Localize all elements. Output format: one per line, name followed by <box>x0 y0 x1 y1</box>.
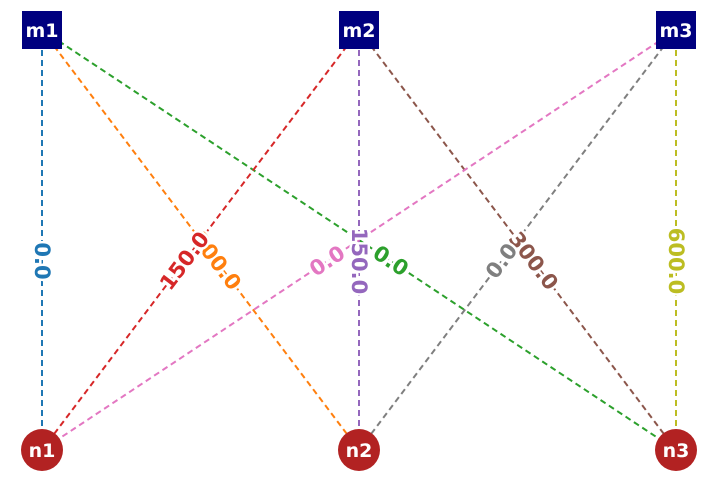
edge-m3-n2 <box>358 29 677 451</box>
edge-m3-n1 <box>41 29 677 451</box>
edge-m2-n1 <box>41 29 360 451</box>
node-n1-shape <box>21 429 63 471</box>
node-n3-shape <box>655 429 697 471</box>
node-n1-label: n1 <box>29 440 56 462</box>
edges-layer <box>41 29 677 451</box>
edge-label-m3-n1: 0.0 <box>305 241 349 282</box>
node-m3-label: m3 <box>659 20 692 42</box>
node-m2-shape <box>339 11 379 49</box>
node-m2: m2 <box>339 11 379 49</box>
node-m1-label: m1 <box>25 20 58 42</box>
nodes-layer: m1 m2 m3 n1 n2 n3 <box>21 11 697 471</box>
edge-label-m1-n3: 0.0 <box>369 241 413 282</box>
edge-label-m2-n2: 150.0 <box>347 228 371 294</box>
node-m3: m3 <box>656 11 696 49</box>
node-m3-shape <box>656 11 696 49</box>
edge-label-m1-n1: 0.0 <box>30 242 54 279</box>
node-n2-label: n2 <box>346 440 373 462</box>
node-n2-shape <box>338 429 380 471</box>
node-m1: m1 <box>22 11 62 49</box>
node-n3-label: n3 <box>663 440 690 462</box>
node-m2-label: m2 <box>342 20 375 42</box>
node-n1: n1 <box>21 429 63 471</box>
edge-label-m3-n3: 600.0 <box>664 228 688 294</box>
node-n2: n2 <box>338 429 380 471</box>
node-m1-shape <box>22 11 62 49</box>
node-n3: n3 <box>655 429 697 471</box>
